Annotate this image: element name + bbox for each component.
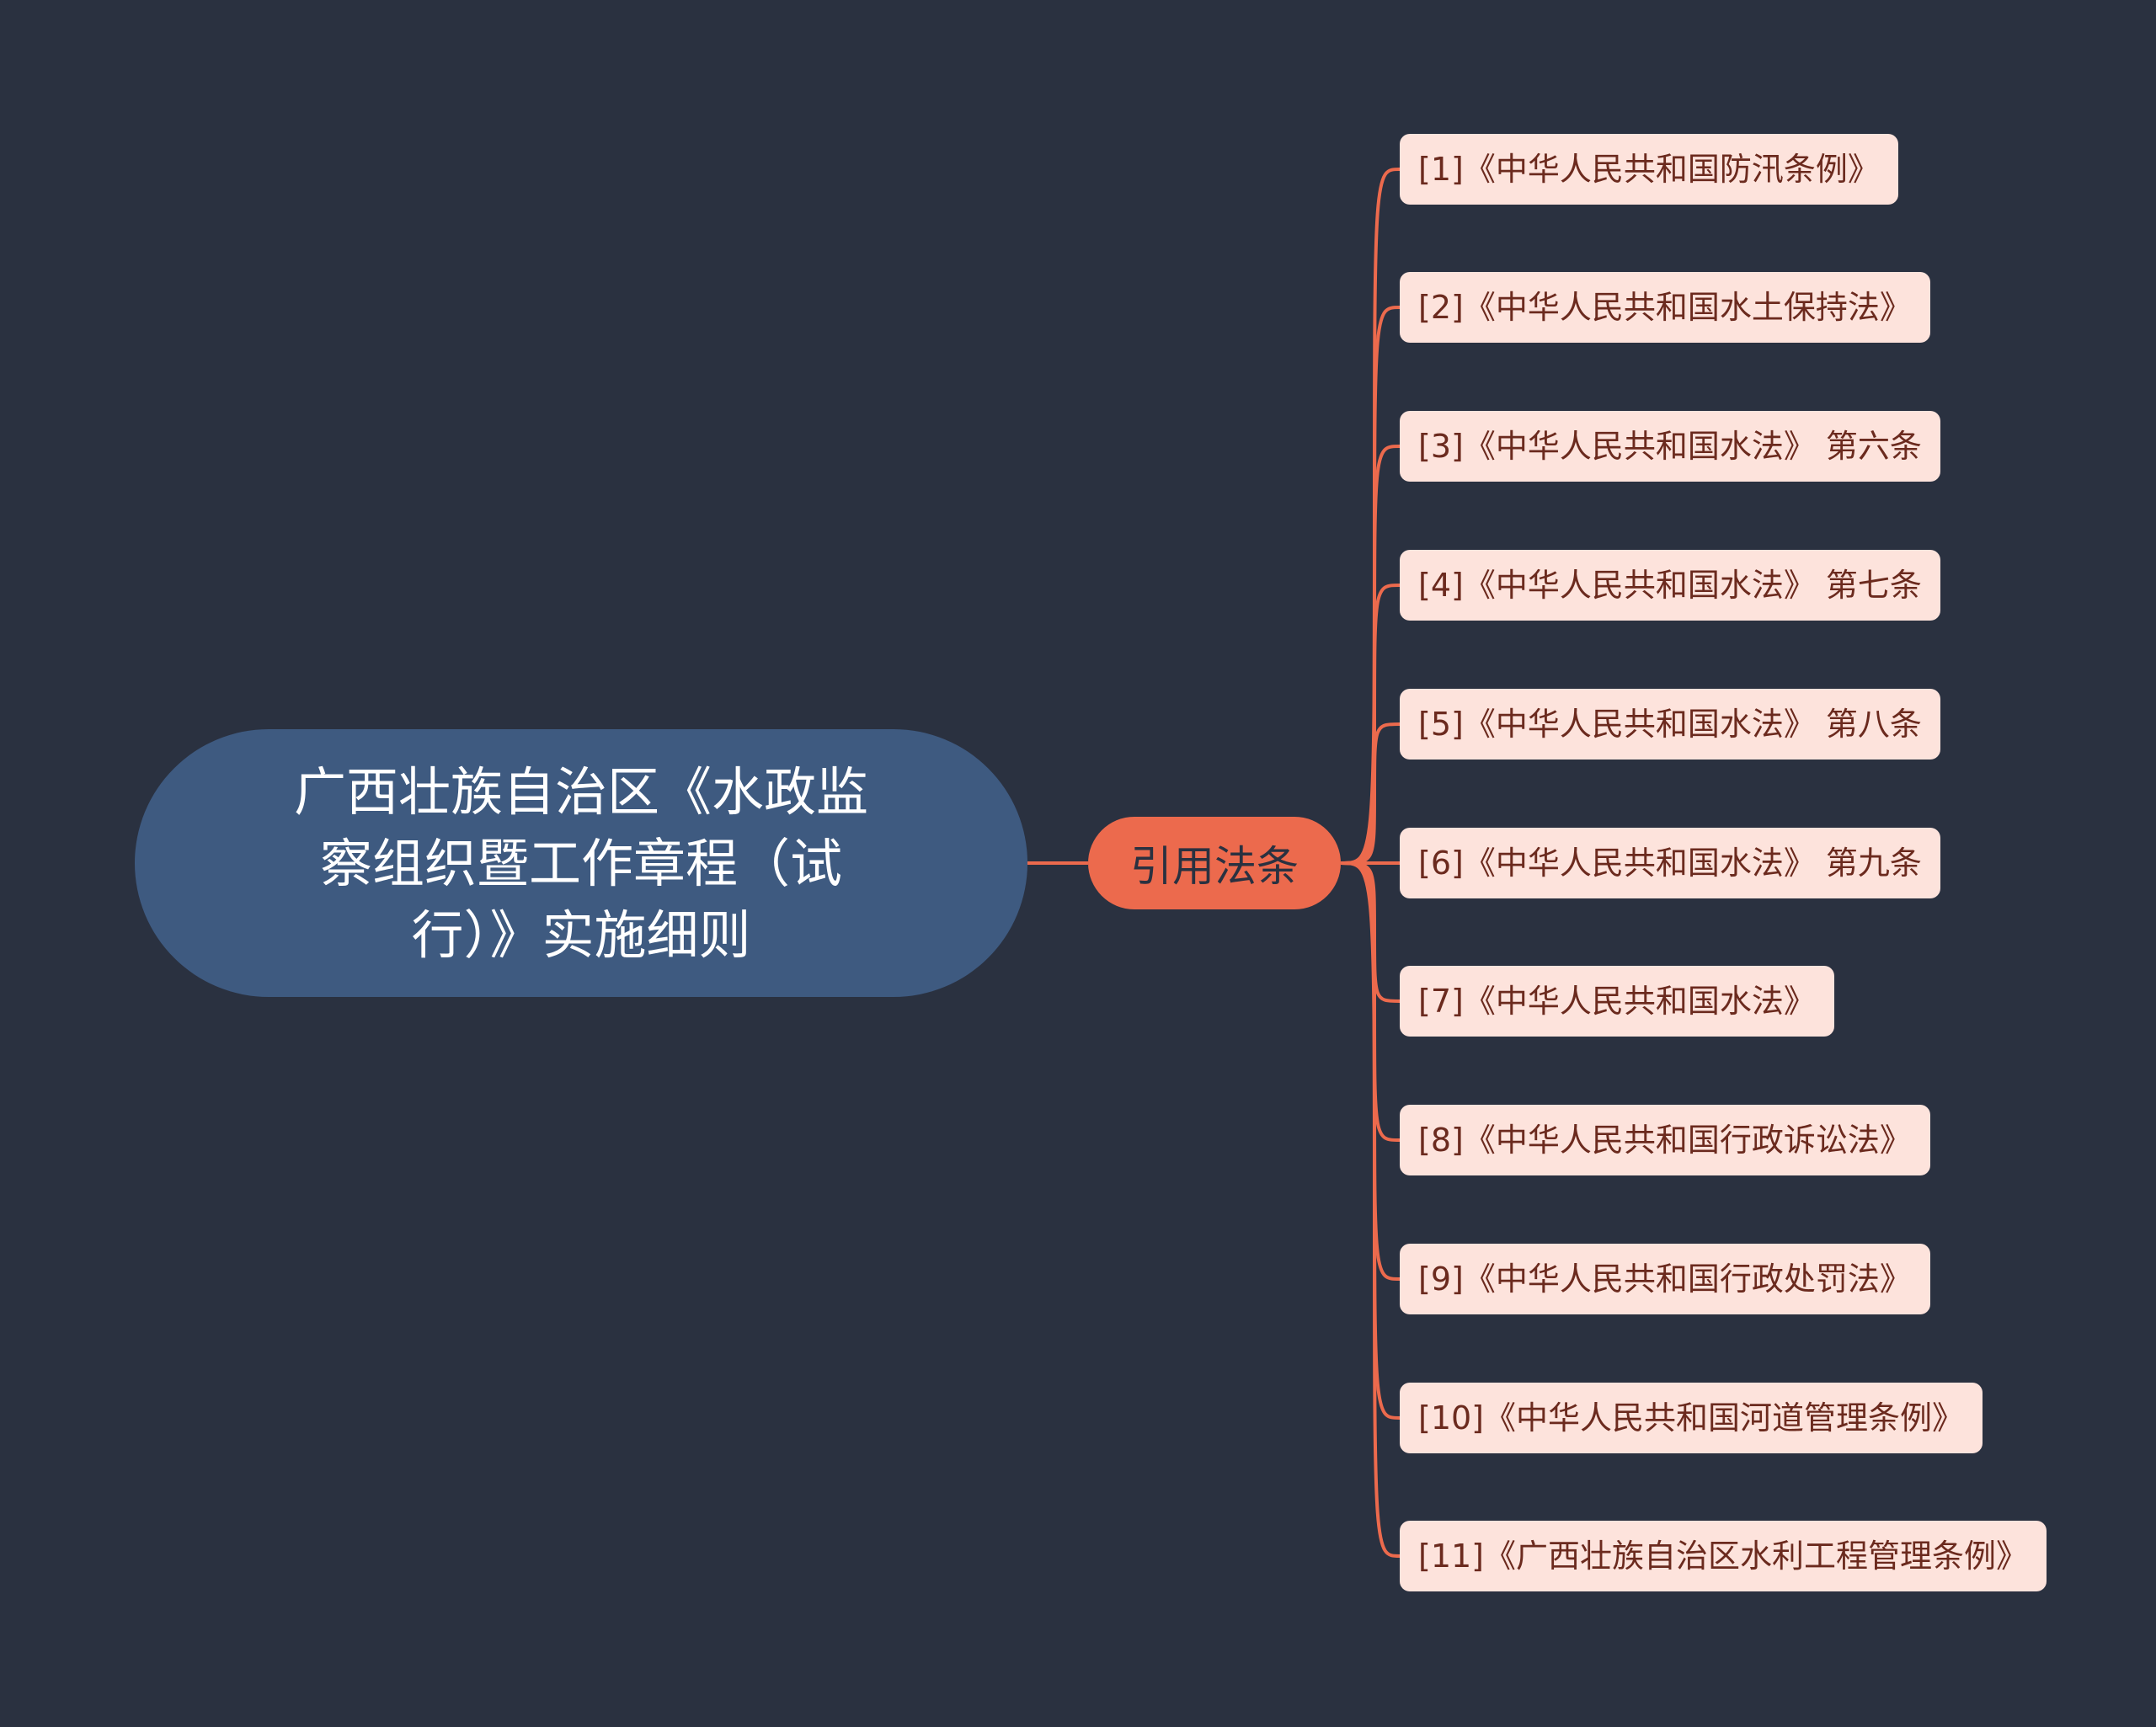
leaf-topic-label: [1]《中华人民共和国防汛条例》 bbox=[1418, 151, 1880, 188]
leaf-topic-label: [5]《中华人民共和国水法》 第八条 bbox=[1418, 706, 1922, 743]
leaf-topic-4[interactable]: [4]《中华人民共和国水法》 第七条 bbox=[1400, 550, 1940, 621]
leaf-topic-label: [9]《中华人民共和国行政处罚法》 bbox=[1418, 1261, 1912, 1298]
branch-topic-label: 引用法条 bbox=[1130, 842, 1299, 891]
leaf-topic-label: [6]《中华人民共和国水法》 第九条 bbox=[1418, 845, 1922, 882]
leaf-topic-2[interactable]: [2]《中华人民共和国水土保持法》 bbox=[1400, 272, 1930, 343]
branch-to-leaf-connectors bbox=[1340, 168, 1401, 1558]
leaf-topic-label: [3]《中华人民共和国水法》 第六条 bbox=[1418, 428, 1922, 465]
leaf-topic-8[interactable]: [8]《中华人民共和国行政诉讼法》 bbox=[1400, 1105, 1930, 1175]
leaf-connector-1 bbox=[1340, 168, 1401, 865]
branch-topic-citations[interactable]: 引用法条 bbox=[1088, 817, 1341, 909]
root-topic[interactable]: 广西壮族自治区《水政监察组织暨工作章程（试行）》实施细则 bbox=[135, 729, 1027, 997]
leaf-topic-7[interactable]: [7]《中华人民共和国水法》 bbox=[1400, 966, 1834, 1037]
leaf-topic-label: [4]《中华人民共和国水法》 第七条 bbox=[1418, 567, 1922, 604]
leaf-topic-label: [8]《中华人民共和国行政诉讼法》 bbox=[1418, 1122, 1912, 1159]
leaf-connector-5 bbox=[1340, 722, 1401, 865]
leaf-topic-5[interactable]: [5]《中华人民共和国水法》 第八条 bbox=[1400, 689, 1940, 760]
leaf-topic-label: [11]《广西壮族自治区水利工程管理条例》 bbox=[1418, 1538, 2029, 1575]
leaf-connector-11 bbox=[1340, 861, 1401, 1558]
leaf-topic-1[interactable]: [1]《中华人民共和国防汛条例》 bbox=[1400, 134, 1898, 205]
leaf-topic-11[interactable]: [11]《广西壮族自治区水利工程管理条例》 bbox=[1400, 1521, 2047, 1591]
leaf-topic-3[interactable]: [3]《中华人民共和国水法》 第六条 bbox=[1400, 411, 1940, 482]
leaf-topic-9[interactable]: [9]《中华人民共和国行政处罚法》 bbox=[1400, 1244, 1930, 1314]
leaf-topic-label: [10]《中华人民共和国河道管理条例》 bbox=[1418, 1399, 1965, 1437]
leaf-topic-label: [7]《中华人民共和国水法》 bbox=[1418, 983, 1816, 1020]
leaf-topic-10[interactable]: [10]《中华人民共和国河道管理条例》 bbox=[1400, 1383, 1983, 1453]
leaf-topic-label: [2]《中华人民共和国水土保持法》 bbox=[1418, 289, 1912, 326]
leaf-topic-6[interactable]: [6]《中华人民共和国水法》 第九条 bbox=[1400, 828, 1940, 898]
leaf-connector-4 bbox=[1340, 584, 1401, 865]
root-topic-label: 广西壮族自治区《水政监察组织暨工作章程（试行）》实施细则 bbox=[293, 760, 868, 966]
